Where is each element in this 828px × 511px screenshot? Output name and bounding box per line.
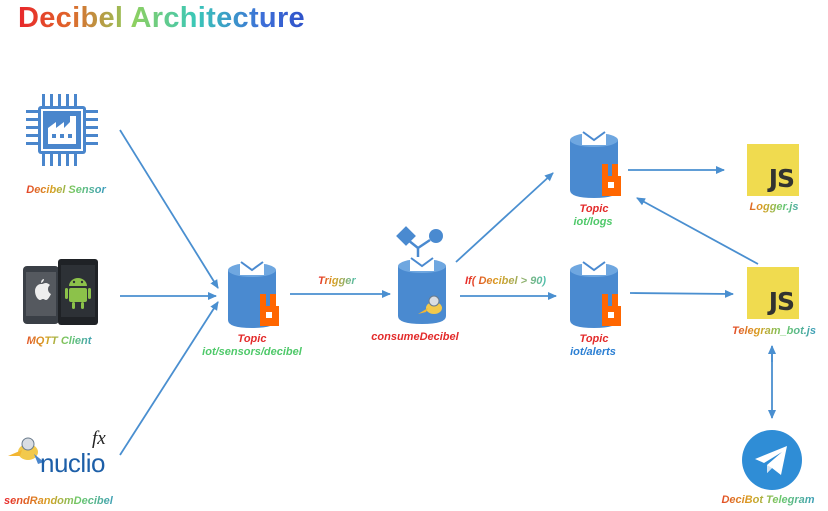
- telegram-bot-js-label: Telegram_bot.js: [722, 325, 826, 337]
- decibot-telegram-label: DeciBot Telegram: [708, 494, 828, 506]
- js-logo-icon: JS: [768, 164, 795, 193]
- telegram-icon: [742, 430, 802, 490]
- topic-sensors-label2: iot/sensors/decibel: [202, 346, 302, 358]
- mqtt-client-label: MQTT Client: [14, 335, 104, 347]
- decibel-sensor-label: Decibel Sensor: [18, 184, 114, 196]
- js-logo-icon: JS: [768, 287, 795, 316]
- decibot-telegram-node[interactable]: [742, 430, 802, 490]
- trigger-edge-label: Trigger: [318, 275, 356, 287]
- fx-glyph: fx: [92, 428, 106, 449]
- mqtt-client-node[interactable]: [22, 258, 100, 328]
- topic-alerts-label2: iot/alerts: [570, 346, 616, 358]
- sensor-chip-icon: [26, 94, 98, 166]
- page-title: Decibel Architecture: [18, 2, 305, 34]
- topic-logs-node[interactable]: [568, 130, 634, 200]
- nuclio-brand: nuclio: [40, 448, 105, 478]
- arrow-alerts-to-telegram: [629, 289, 734, 298]
- topic-alerts-node[interactable]: [568, 260, 634, 330]
- consumer-function-icon: [396, 226, 446, 324]
- nuclio-function-node[interactable]: fx nuclio: [6, 428, 116, 488]
- arrow-sensor-to-topic: [119, 129, 219, 289]
- phones-icon: [23, 259, 98, 325]
- send-random-label: sendRandomDecibel: [4, 495, 128, 507]
- decibel-sensor-node[interactable]: [24, 92, 100, 168]
- arrow-telegram-to-logs: [636, 197, 759, 265]
- arrow-nuclio-to-topic: [119, 301, 219, 456]
- queue-bucket-icon: [570, 261, 621, 328]
- telegram-bot-js-node[interactable]: JS: [747, 267, 799, 319]
- queue-bucket-icon: [228, 261, 279, 328]
- nuclio-mascot-icon: [8, 437, 44, 464]
- condition-edge-label: If( Decibel > 90): [465, 275, 547, 287]
- logger-js-node[interactable]: JS: [747, 144, 799, 196]
- topic-alerts-label1: Topic: [579, 333, 609, 345]
- logger-js-label: Logger.js: [736, 201, 812, 213]
- topic-logs-label2: iot/logs: [573, 216, 613, 228]
- arrow-consume-to-logs: [455, 172, 554, 263]
- topic-sensors-label1: Topic: [237, 333, 267, 345]
- topic-sensors-node[interactable]: [226, 260, 292, 330]
- queue-bucket-icon: [570, 131, 621, 198]
- consume-decibel-label: consumeDecibel: [371, 331, 459, 343]
- consume-decibel-node[interactable]: [396, 226, 462, 330]
- topic-logs-label1: Topic: [579, 203, 609, 215]
